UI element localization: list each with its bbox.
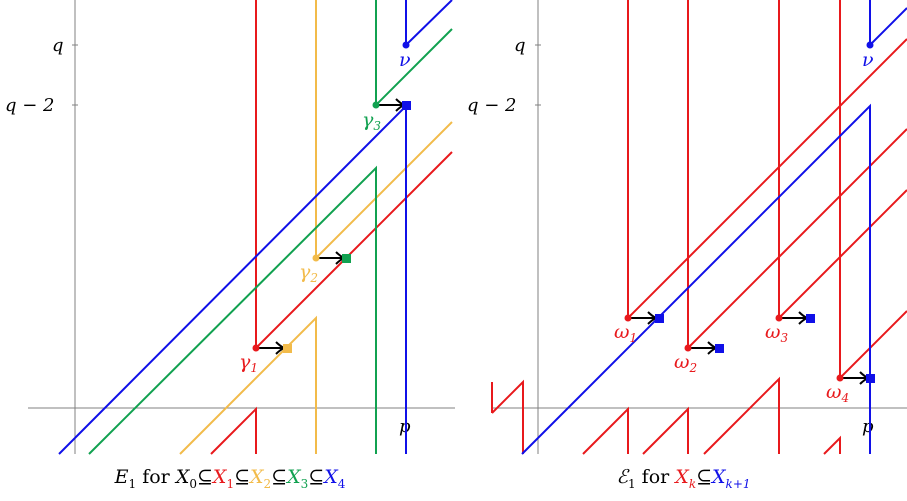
caption-left-x2: X2 xyxy=(250,466,272,491)
right-label-omega4: ω4 xyxy=(826,381,849,405)
right-square-omega4 xyxy=(866,374,875,383)
right-dot-omega2 xyxy=(684,344,692,352)
right-red-zigzag-3 xyxy=(703,376,780,455)
right-dot-nu xyxy=(866,41,874,49)
left-red-line-main xyxy=(255,0,453,351)
caption-left-x0: X0 xyxy=(175,466,197,491)
right-label-omega1: ω1 xyxy=(614,321,637,345)
left-dot-nu xyxy=(402,41,410,49)
right-label-nu: ν xyxy=(862,49,874,71)
right-blue-line-low xyxy=(521,103,871,455)
left-tick-label-q-minus-2: q − 2 xyxy=(5,95,55,116)
right-panel: q q − 2 p xyxy=(467,0,907,455)
right-red-line-omega1 xyxy=(627,0,907,321)
right-caption: ℰ1 for Xk⊆Xk+1 xyxy=(460,466,907,491)
left-dot-gamma1 xyxy=(252,344,260,352)
right-tick-label-q-minus-2: q − 2 xyxy=(467,95,517,116)
right-red-zigzag-4 xyxy=(823,435,841,455)
left-dot-gamma3 xyxy=(372,101,380,109)
caption-right-word: for xyxy=(641,466,670,488)
left-dot-gamma2 xyxy=(312,254,320,262)
left-caption: E1 for X0⊆X1⊆X2⊆X3⊆X4 xyxy=(0,466,460,491)
left-square-blue xyxy=(402,101,411,110)
left-label-gamma2: γ2 xyxy=(299,261,318,285)
caption-right-subset: ⊆ xyxy=(696,466,713,488)
right-tick-label-q: q xyxy=(514,35,526,56)
left-square-orange xyxy=(283,344,292,353)
right-blue-line-main xyxy=(869,0,907,48)
right-square-omega1 xyxy=(655,314,664,323)
right-tick-label-p: p xyxy=(862,416,874,437)
caption-right-xk1: Xk+1 xyxy=(712,466,751,491)
right-red-zigzag-2 xyxy=(642,406,689,455)
left-red-line-low xyxy=(210,406,257,455)
right-red-line-omega2 xyxy=(687,0,907,351)
right-dot-omega4 xyxy=(836,374,844,382)
right-dot-omega3 xyxy=(775,314,783,322)
left-green-line-main xyxy=(375,0,453,108)
right-square-omega2 xyxy=(715,344,724,353)
caption-left-subset-3: ⊆ xyxy=(271,466,288,488)
left-tick-label-q: q xyxy=(52,35,64,56)
caption-left-x1: X1 xyxy=(212,466,235,491)
caption-left-subset-1: ⊆ xyxy=(196,466,213,488)
caption-left-subset-4: ⊆ xyxy=(308,466,325,488)
left-panel: q q − 2 p ν γ1 γ2 γ3 xyxy=(5,0,455,455)
right-red-zigzag-1 xyxy=(582,406,629,455)
caption-left-word: for xyxy=(142,466,170,488)
caption-left-x3: X3 xyxy=(287,466,309,491)
right-red-zigzag-left xyxy=(491,379,524,454)
left-square-green xyxy=(342,254,351,263)
caption-right-head: ℰ xyxy=(616,466,628,488)
right-square-omega3 xyxy=(806,314,815,323)
caption-left-subset-2: ⊆ xyxy=(234,466,250,488)
caption-right-head-sub: 1 xyxy=(627,476,636,491)
left-green-line-low xyxy=(88,165,377,455)
left-orange-line-low xyxy=(179,315,317,455)
caption-left-x4: X4 xyxy=(324,466,346,491)
caption-left-head-sub: 1 xyxy=(128,476,137,491)
right-label-omega2: ω2 xyxy=(674,351,697,375)
left-label-nu: ν xyxy=(399,49,411,71)
left-label-gamma3: γ3 xyxy=(362,109,381,133)
right-dot-omega1 xyxy=(624,314,632,322)
right-red-line-omega3 xyxy=(778,0,907,321)
caption-right-xk: Xk xyxy=(675,466,697,491)
left-label-gamma1: γ1 xyxy=(239,351,258,375)
left-blue-line-main xyxy=(405,0,453,48)
caption-left-head: E xyxy=(114,466,129,488)
right-label-omega3: ω3 xyxy=(765,321,789,345)
